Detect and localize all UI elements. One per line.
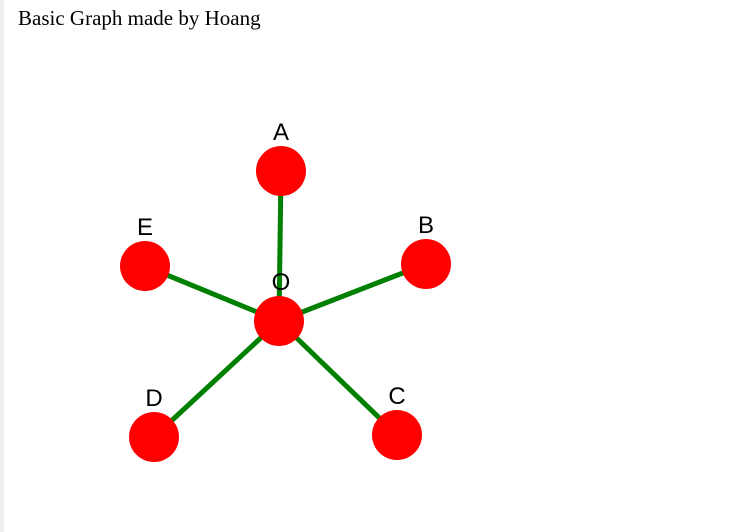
edge-o-b (278, 261, 427, 324)
node-e[interactable] (120, 241, 170, 291)
node-o[interactable] (254, 296, 304, 346)
node-c[interactable] (372, 410, 422, 460)
node-a[interactable] (256, 146, 306, 196)
nodes-layer (120, 146, 451, 462)
node-label-d: D (145, 385, 162, 412)
edge-o-a (276, 170, 284, 322)
left-border (0, 0, 4, 532)
node-label-a: A (273, 119, 289, 146)
node-b[interactable] (401, 239, 451, 289)
node-label-b: B (418, 212, 434, 239)
page-title: Basic Graph made by Hoang (18, 6, 261, 30)
edge-o-c (277, 319, 399, 437)
node-label-o: O (272, 269, 291, 296)
node-label-e: E (137, 214, 153, 241)
node-label-c: C (388, 383, 405, 410)
edges-layer (144, 170, 427, 439)
labels-layer: O A B C D E (137, 119, 434, 412)
node-d[interactable] (129, 412, 179, 462)
edge-o-d (152, 319, 281, 439)
